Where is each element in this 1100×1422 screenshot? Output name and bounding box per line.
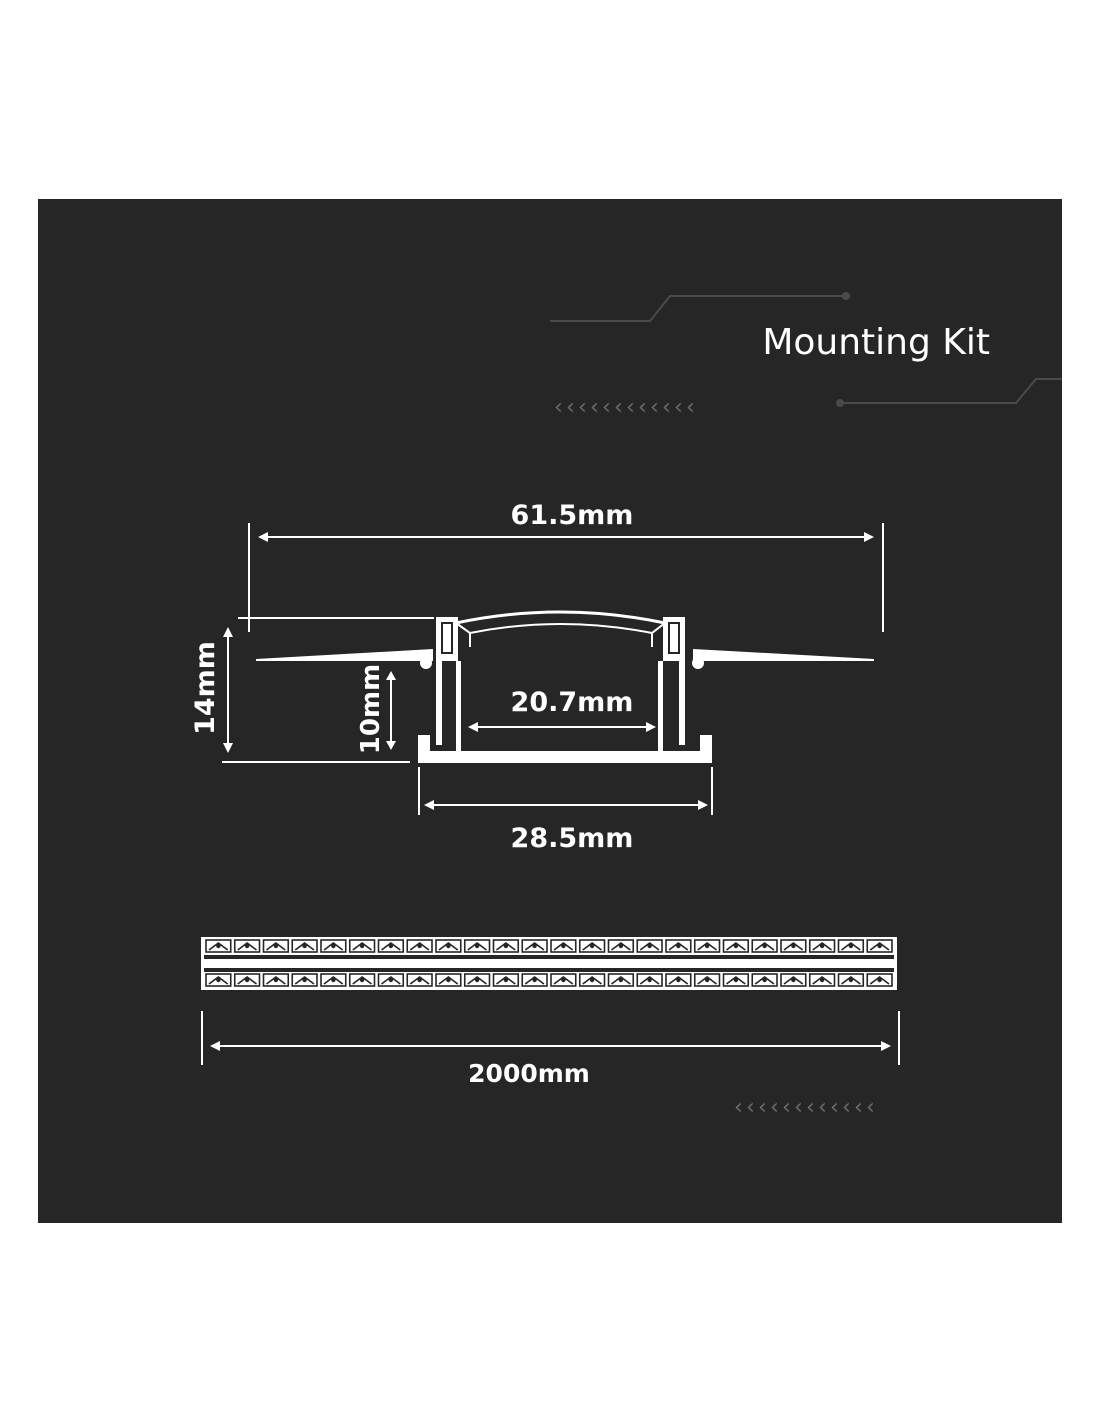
led-chip (693, 973, 721, 987)
led-chip (233, 939, 261, 953)
led-chip (808, 939, 836, 953)
chevron-icon: ‹ (614, 395, 623, 420)
led-chip (693, 939, 721, 953)
led-chip (320, 973, 347, 987)
led-chip (837, 939, 865, 953)
led-chip (205, 939, 232, 953)
chevron-icon: ‹ (782, 1095, 791, 1120)
led-chip (435, 939, 462, 953)
led-chip (233, 973, 261, 987)
led-chip (320, 939, 347, 953)
chevron-icon: ‹ (686, 395, 695, 420)
chevron-icon: ‹ (602, 395, 611, 420)
led-chip (578, 939, 606, 953)
chevron-icon: ‹ (866, 1095, 875, 1120)
title: Mounting Kit (762, 322, 990, 363)
chevron-icon: ‹ (794, 1095, 803, 1120)
led-chip (550, 939, 577, 953)
led-chip (463, 939, 491, 953)
led-chip (636, 973, 663, 987)
chevron-icon: ‹ (638, 395, 647, 420)
cavity-outline (441, 622, 680, 654)
chevron-icon: ‹ (734, 1095, 743, 1120)
led-chip (837, 973, 865, 987)
chevron-icon: ‹ (566, 395, 575, 420)
led-chip (262, 973, 290, 987)
led-chip (406, 939, 433, 953)
led-chip (550, 973, 577, 987)
led-chip (780, 939, 807, 953)
dimension-overall-width (248, 523, 884, 632)
chevron-icon: ‹ (590, 395, 599, 420)
chevron-decoration-top: ‹‹‹‹‹‹‹‹‹‹‹‹ (554, 395, 695, 420)
chevron-icon: ‹ (842, 1095, 851, 1120)
led-chip (521, 939, 548, 953)
led-chip (722, 939, 750, 953)
profile-body (238, 617, 874, 763)
chevron-icon: ‹ (626, 395, 635, 420)
led-chip (866, 973, 893, 987)
led-chip (607, 939, 635, 953)
led-chip (291, 973, 318, 987)
led-row-bottom (205, 973, 893, 987)
diffuser-cover (455, 610, 666, 647)
chevron-icon: ‹ (830, 1095, 839, 1120)
led-chip (463, 973, 491, 987)
led-chip (262, 939, 290, 953)
led-chip (578, 973, 606, 987)
led-chip (665, 939, 692, 953)
led-chip (751, 939, 778, 953)
led-chip (665, 973, 692, 987)
dimension-outer-height (222, 627, 410, 763)
led-chip (780, 973, 807, 987)
led-strip-view (201, 937, 897, 990)
dimension-base-width (418, 767, 713, 815)
led-chip (291, 939, 318, 953)
led-chip (492, 973, 520, 987)
led-chip (607, 973, 635, 987)
led-chip (866, 939, 893, 953)
led-row-top (205, 939, 893, 953)
chevron-icon: ‹ (818, 1095, 827, 1120)
chevron-icon: ‹ (746, 1095, 755, 1120)
chevron-icon: ‹ (674, 395, 683, 420)
led-chip (377, 973, 405, 987)
dimension-inner-height (386, 671, 396, 750)
circuit-lines-bottom (836, 378, 1062, 407)
chevron-icon: ‹ (854, 1095, 863, 1120)
label-overall-width: 61.5mm (511, 500, 634, 531)
label-length: 2000mm (468, 1059, 590, 1088)
led-chip (751, 973, 778, 987)
led-chip (808, 973, 836, 987)
label-inner-height: 10mm (356, 664, 386, 754)
profile-diagram: Mounting Kit ‹‹‹‹‹‹‹‹‹‹‹‹ ‹‹‹‹‹‹‹‹‹‹‹‹ 6… (190, 292, 1062, 1120)
led-chip (636, 939, 663, 953)
led-chip (348, 973, 376, 987)
led-chip (348, 939, 376, 953)
circuit-lines-top (550, 292, 850, 322)
chevron-icon: ‹ (578, 395, 587, 420)
dimension-length (201, 1011, 900, 1065)
label-inner-width: 20.7mm (511, 687, 634, 718)
led-chip (492, 939, 520, 953)
chevron-icon: ‹ (650, 395, 659, 420)
label-outer-height: 14mm (190, 641, 221, 735)
led-chip (377, 939, 405, 953)
chevron-icon: ‹ (770, 1095, 779, 1120)
chevron-decoration-bottom: ‹‹‹‹‹‹‹‹‹‹‹‹ (734, 1095, 875, 1120)
chevron-icon: ‹ (554, 395, 563, 420)
led-chip (722, 973, 750, 987)
dimension-inner-width (468, 722, 656, 732)
led-chip (406, 973, 433, 987)
chevron-icon: ‹ (662, 395, 671, 420)
diagram-panel: Mounting Kit ‹‹‹‹‹‹‹‹‹‹‹‹ ‹‹‹‹‹‹‹‹‹‹‹‹ 6… (38, 199, 1062, 1223)
led-chip (435, 973, 462, 987)
chevron-icon: ‹ (758, 1095, 767, 1120)
label-base-width: 28.5mm (511, 823, 634, 854)
led-chip (521, 973, 548, 987)
led-chip (205, 973, 232, 987)
chevron-icon: ‹ (806, 1095, 815, 1120)
